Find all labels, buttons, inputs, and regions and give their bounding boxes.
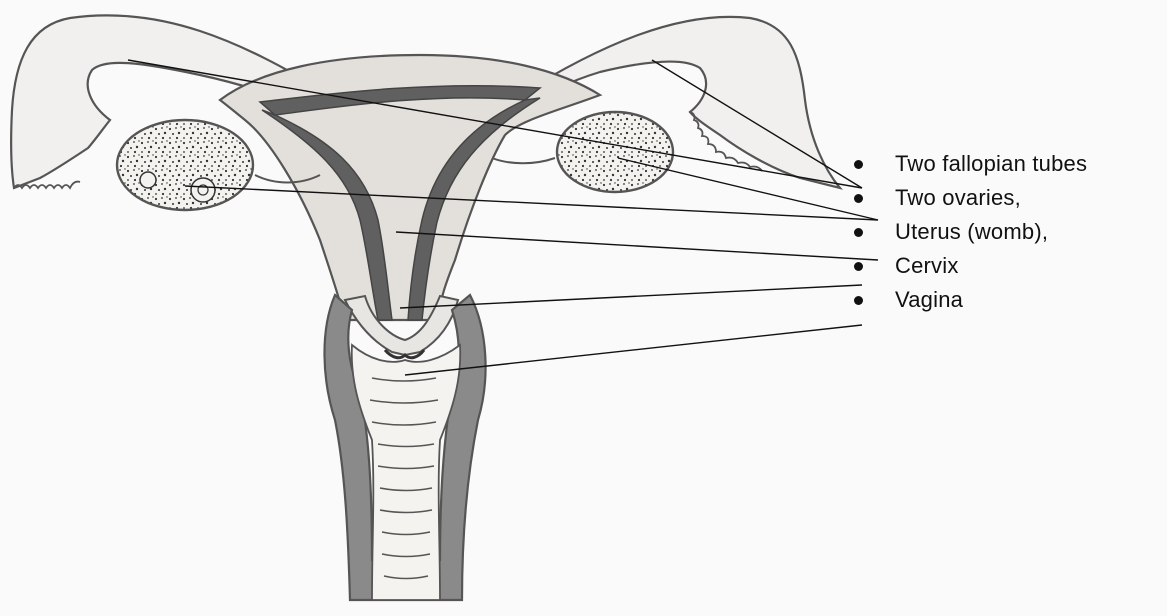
label-item-uterus: Uterus (womb), <box>848 215 1087 249</box>
label-item-fallopian-tubes: Two fallopian tubes <box>848 147 1087 181</box>
label-item-vagina: Vagina <box>848 283 1087 317</box>
label-fallopian-tubes: Two fallopian tubes <box>895 151 1087 177</box>
left-ovary-follicle <box>140 172 156 188</box>
bullet-icon <box>854 228 863 237</box>
leader-line-uterus <box>396 232 878 260</box>
bullet-icon <box>854 262 863 271</box>
label-uterus: Uterus (womb), <box>895 219 1048 245</box>
leader-line-ovary-left <box>185 186 878 220</box>
label-list: Two fallopian tubes Two ovaries, Uterus … <box>848 147 1087 317</box>
label-item-cervix: Cervix <box>848 249 1087 283</box>
left-ovary-follicle-large <box>191 178 215 202</box>
label-item-ovaries: Two ovaries, <box>848 181 1087 215</box>
label-ovaries: Two ovaries, <box>895 185 1021 211</box>
bullet-icon <box>854 160 863 169</box>
label-vagina: Vagina <box>895 287 963 313</box>
bullet-icon <box>854 194 863 203</box>
label-cervix: Cervix <box>895 253 959 279</box>
right-ovarian-ligament <box>492 158 555 163</box>
left-ovary <box>117 120 253 210</box>
leader-line-ovary-right <box>618 158 878 220</box>
bullet-icon <box>854 296 863 305</box>
